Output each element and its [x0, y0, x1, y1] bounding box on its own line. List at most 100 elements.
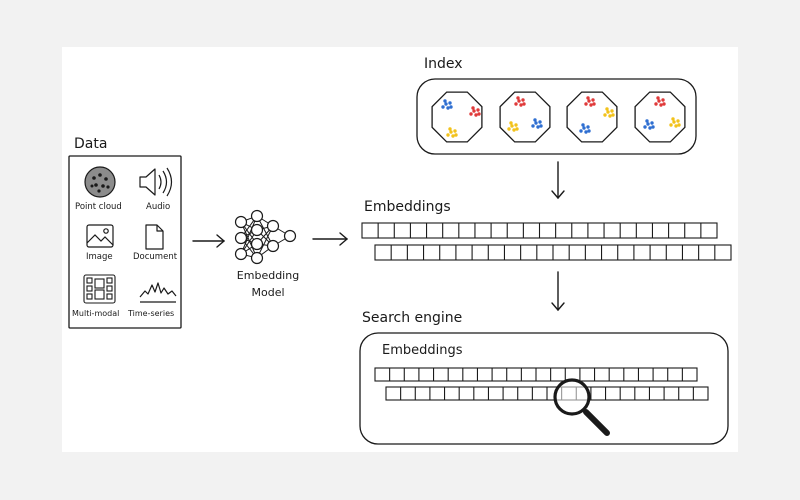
cluster-dot: [477, 112, 481, 116]
cluster-dot: [448, 101, 452, 105]
document-label: Document: [133, 252, 178, 262]
nn-node: [250, 209, 264, 223]
cluster-dot: [531, 124, 535, 128]
cluster-dot: [582, 126, 586, 130]
multi-modal-icon: [83, 274, 116, 304]
nn-node: [234, 231, 248, 245]
cluster-dot: [654, 102, 658, 106]
cluster-dot: [448, 127, 452, 131]
arrow-embeddings-to-search: [551, 271, 565, 312]
cluster-dot: [444, 102, 448, 106]
search-embeddings-title: Embeddings: [382, 343, 463, 358]
time-series-icon: [139, 282, 177, 303]
nn-node: [250, 223, 264, 237]
embeddings-title: Embeddings: [364, 199, 451, 215]
cluster-dot: [446, 106, 450, 110]
index-cluster: [431, 91, 483, 143]
cluster-dot: [449, 105, 453, 109]
audio-icon: [139, 167, 173, 197]
magnifier-icon: [553, 378, 610, 436]
cluster-dot: [603, 113, 607, 117]
cluster-dot: [451, 134, 455, 138]
nn-node: [250, 237, 264, 251]
cluster-dot: [443, 99, 447, 103]
cluster-dot: [587, 99, 591, 103]
cluster-dot: [507, 127, 511, 131]
audio-label: Audio: [146, 202, 171, 212]
cluster-dot: [536, 125, 540, 129]
index-cluster: [566, 91, 618, 143]
cluster-dot: [476, 108, 480, 112]
cluster-dot: [516, 96, 520, 100]
cluster-dot: [650, 121, 654, 125]
cluster-dot: [581, 123, 585, 127]
cluster-dot: [474, 113, 478, 117]
cluster-dot: [669, 123, 673, 127]
image-label: Image: [86, 252, 113, 262]
multi-modal-label: Multi-modal: [72, 309, 120, 318]
cluster-dot: [510, 124, 514, 128]
nn-edge: [240, 221, 258, 259]
cluster-dot: [643, 125, 647, 129]
model-label-line1: Embedding: [236, 269, 300, 282]
cluster-dot: [519, 103, 523, 107]
cluster-dot: [454, 133, 458, 137]
index-cluster: [634, 91, 686, 143]
cluster-dot: [672, 120, 676, 124]
arrow-data-to-model: [192, 234, 226, 248]
data-title: Data: [74, 136, 108, 152]
cluster-dot: [471, 106, 475, 110]
cluster-dot: [605, 107, 609, 111]
time-series-label: Time-series: [128, 309, 175, 318]
cluster-dot: [521, 98, 525, 102]
cluster-dot: [661, 98, 665, 102]
cluster-dot: [584, 102, 588, 106]
cluster-dot: [676, 119, 680, 123]
cluster-dot: [608, 114, 612, 118]
diagram-art: [68, 78, 732, 445]
cluster-dot: [656, 96, 660, 100]
index-cluster: [499, 91, 551, 143]
cluster-dot: [659, 103, 663, 107]
cluster-dot: [534, 121, 538, 125]
cluster-dot: [514, 102, 518, 106]
search-engine-panel: [359, 332, 729, 445]
cluster-dot: [671, 117, 675, 121]
cluster-dot: [441, 105, 445, 109]
cluster-dot: [648, 126, 652, 130]
cluster-dot: [579, 129, 583, 133]
cluster-dot: [584, 130, 588, 134]
cluster-dot: [512, 128, 516, 132]
cluster-dot: [449, 130, 453, 134]
cluster-dot: [515, 127, 519, 131]
cluster-dot: [586, 96, 590, 100]
nn-node: [234, 247, 248, 261]
cluster-dot: [606, 110, 610, 114]
cluster-dot: [657, 99, 661, 103]
nn-node: [234, 215, 248, 229]
cluster-dot: [509, 121, 513, 125]
cluster-dot: [646, 122, 650, 126]
diagram-canvas: Data Index Embeddings Search engine Embe…: [62, 47, 738, 452]
cluster-dot: [610, 109, 614, 113]
cluster-dot: [514, 123, 518, 127]
index-title: Index: [424, 56, 463, 72]
cluster-dot: [611, 113, 615, 117]
model-label-line2: Model: [251, 286, 285, 299]
cluster-dot: [645, 119, 649, 123]
nn-node: [250, 251, 264, 265]
cluster-dot: [517, 99, 521, 103]
nn-node: [283, 229, 297, 243]
cluster-dot: [472, 109, 476, 113]
arrow-index-to-embeddings: [551, 161, 565, 200]
image-icon: [86, 224, 114, 248]
cluster-dot: [589, 103, 593, 107]
cluster-dot: [586, 125, 590, 129]
document-icon: [145, 224, 164, 250]
point-cloud-icon: [84, 166, 116, 198]
nn-node: [266, 219, 280, 233]
search-engine-title: Search engine: [362, 310, 463, 326]
cluster-dot: [591, 98, 595, 102]
cluster-dot: [453, 129, 457, 133]
data-panel: [68, 155, 182, 329]
